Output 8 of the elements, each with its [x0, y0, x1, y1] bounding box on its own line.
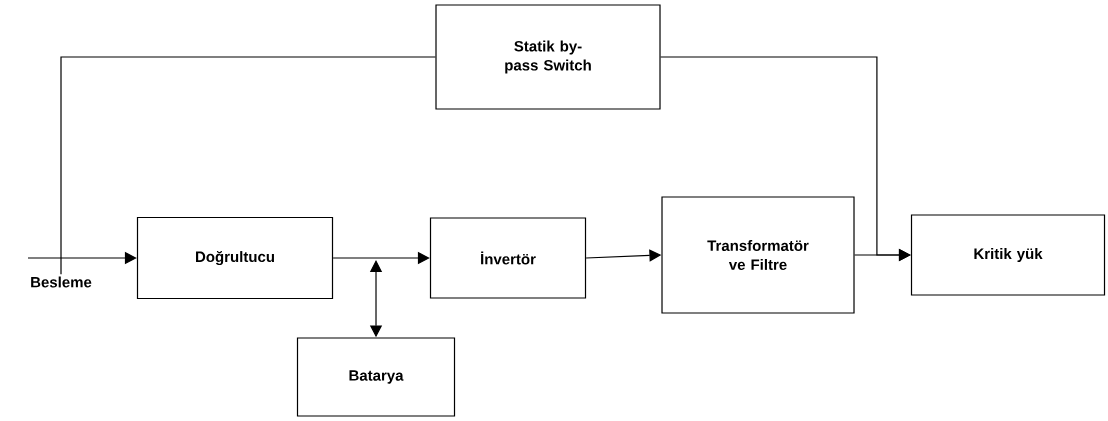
process-box: Transformatör ve Filtre: [661, 196, 855, 314]
process-box: Statik by-pass Switch: [435, 4, 661, 110]
process-box: Kritik yük: [910, 214, 1106, 296]
connector-line: [60, 56, 436, 275]
process-box: Batarya: [296, 337, 456, 417]
process-box: Doğrultucu: [136, 216, 334, 300]
input-label: Besleme: [31, 276, 92, 288]
process-box: İnvertör: [429, 217, 587, 299]
